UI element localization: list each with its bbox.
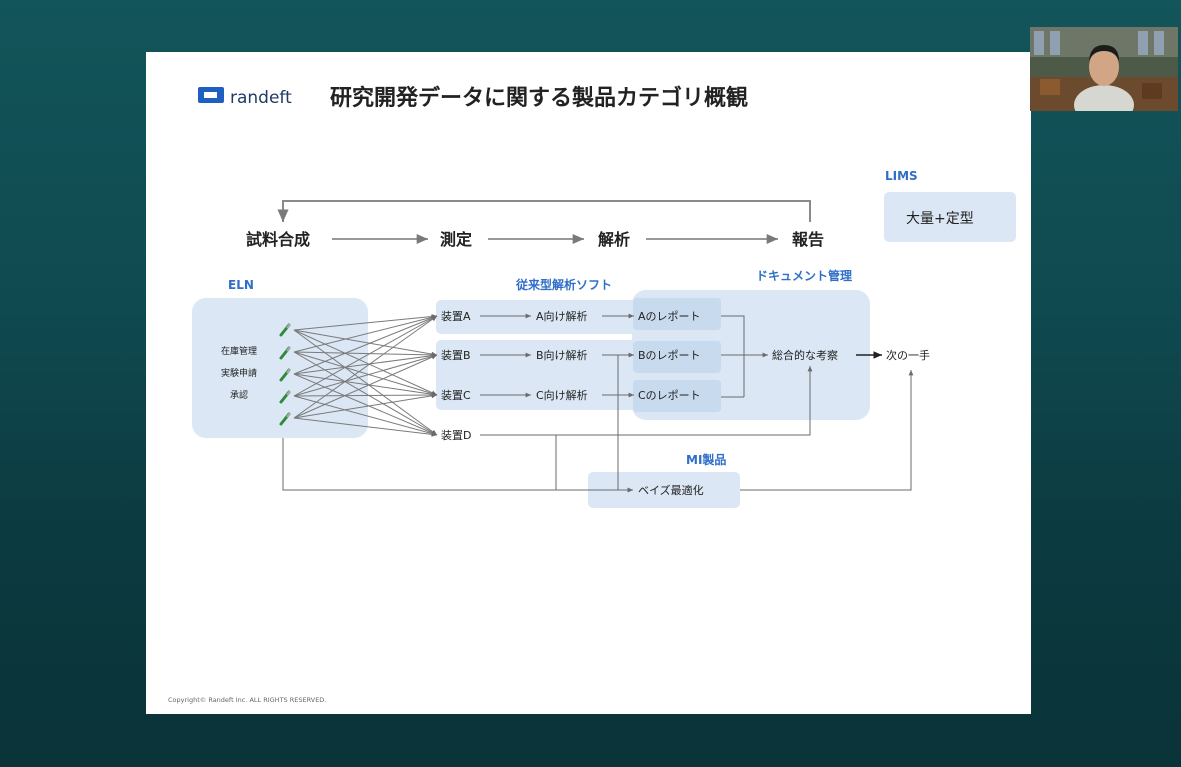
presentation-slide: randeft 研究開発データに関する製品カテゴリ概観 試料合成 測定 解析 報… [146, 52, 1031, 714]
device-d: 装置D [441, 429, 471, 442]
report-a: Aのレポート [638, 310, 701, 323]
eln-label: ELN [228, 278, 254, 292]
flow-step-measurement: 測定 [440, 230, 472, 249]
lims-label: LIMS [885, 169, 918, 183]
legacy-software-label: 従来型解析ソフト [515, 277, 612, 292]
report-c: Cのレポート [638, 389, 701, 402]
copyright-text: Copyright© Randeft Inc. ALL RIGHTS RESER… [168, 696, 326, 704]
analysis-a: A向け解析 [536, 309, 588, 323]
synthesis-node: 総合的な考察 [772, 348, 838, 362]
device-c: 装置C [441, 389, 471, 402]
webcam-video-feed [1030, 27, 1178, 111]
flow-step-synthesis: 試料合成 [246, 230, 310, 249]
test-tube-icon [279, 346, 291, 360]
test-tube-icons [279, 323, 291, 426]
randeft-logo: randeft [198, 87, 292, 108]
mi-region [588, 472, 740, 508]
device-a: 装置A [441, 310, 471, 323]
lims-box [884, 192, 1016, 242]
test-tube-icon [279, 368, 291, 382]
slide-canvas: randeft 研究開発データに関する製品カテゴリ概観 試料合成 測定 解析 報… [168, 85, 1016, 704]
eln-item-experiment-request: 実験申請 [221, 367, 257, 379]
slide-title: 研究開発データに関する製品カテゴリ概観 [330, 85, 748, 111]
next-step-node: 次の一手 [886, 348, 930, 362]
test-tube-icon [279, 412, 291, 426]
eln-region [192, 298, 368, 438]
report-b: Bのレポート [638, 349, 701, 362]
test-tube-icon [279, 390, 291, 404]
eln-item-approval: 承認 [230, 389, 248, 401]
test-tube-icon [279, 323, 291, 337]
document-mgmt-label: ドキュメント管理 [756, 268, 852, 283]
device-b: 装置B [441, 349, 471, 362]
bayesian-optimization-node: ベイズ最適化 [638, 483, 704, 497]
flow-step-report: 報告 [792, 230, 824, 249]
eln-item-inventory: 在庫管理 [221, 345, 257, 357]
flow-step-analysis: 解析 [598, 230, 630, 249]
sample-device-links [293, 314, 438, 437]
analysis-b: B向け解析 [536, 348, 588, 362]
logo-text: randeft [230, 88, 292, 108]
analysis-c: C向け解析 [536, 388, 588, 402]
lims-content: 大量+定型 [906, 211, 974, 227]
mi-products-label: MI製品 [686, 452, 726, 467]
